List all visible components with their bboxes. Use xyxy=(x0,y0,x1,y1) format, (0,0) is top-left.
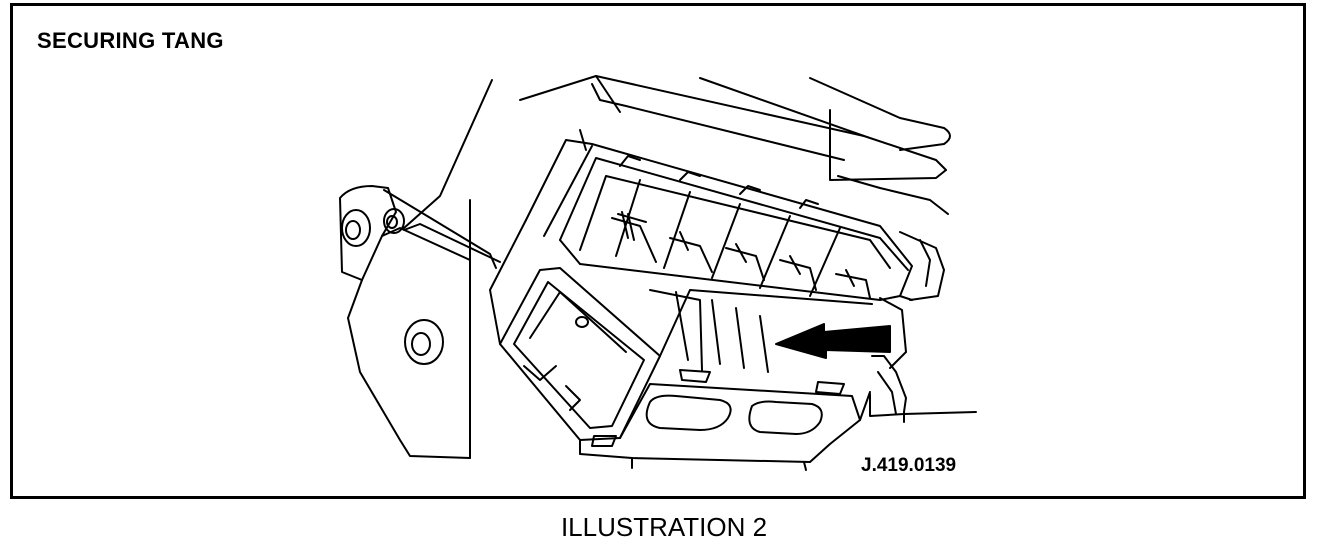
connector-housing xyxy=(489,139,913,345)
reference-code: J.419.0139 xyxy=(861,455,957,476)
arrow-left-icon xyxy=(775,323,891,359)
upper-trim-panel xyxy=(519,75,951,215)
mounting-bracket xyxy=(339,79,501,459)
connector-lower-body xyxy=(499,267,873,471)
illustration-caption: ILLUSTRATION 2 xyxy=(560,512,768,542)
illustration-frame: SECURING TANG J.419.0139 xyxy=(10,3,1306,499)
illustration-title: SECURING TANG xyxy=(37,28,224,53)
harness-clip xyxy=(869,231,977,423)
